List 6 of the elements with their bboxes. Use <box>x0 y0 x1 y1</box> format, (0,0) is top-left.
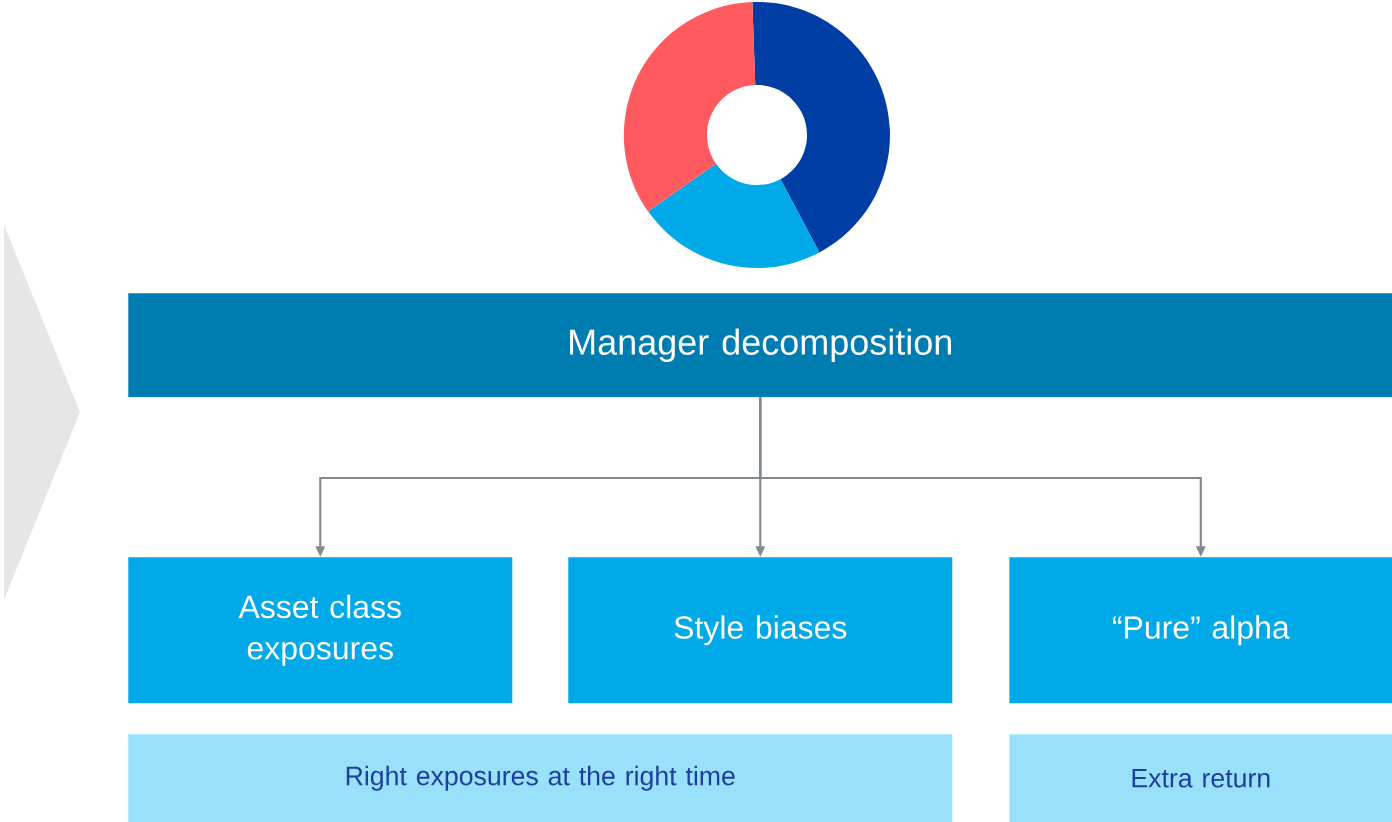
category-box: “Pure” alpha <box>1009 557 1392 704</box>
header-box: Manager decomposition <box>128 293 1392 398</box>
outcome-box: Extra return <box>1009 734 1392 822</box>
category-box: Asset class exposures <box>128 557 513 704</box>
outcome-box: Right exposures at the right time <box>128 734 953 822</box>
category-box: Style biases <box>568 557 953 704</box>
